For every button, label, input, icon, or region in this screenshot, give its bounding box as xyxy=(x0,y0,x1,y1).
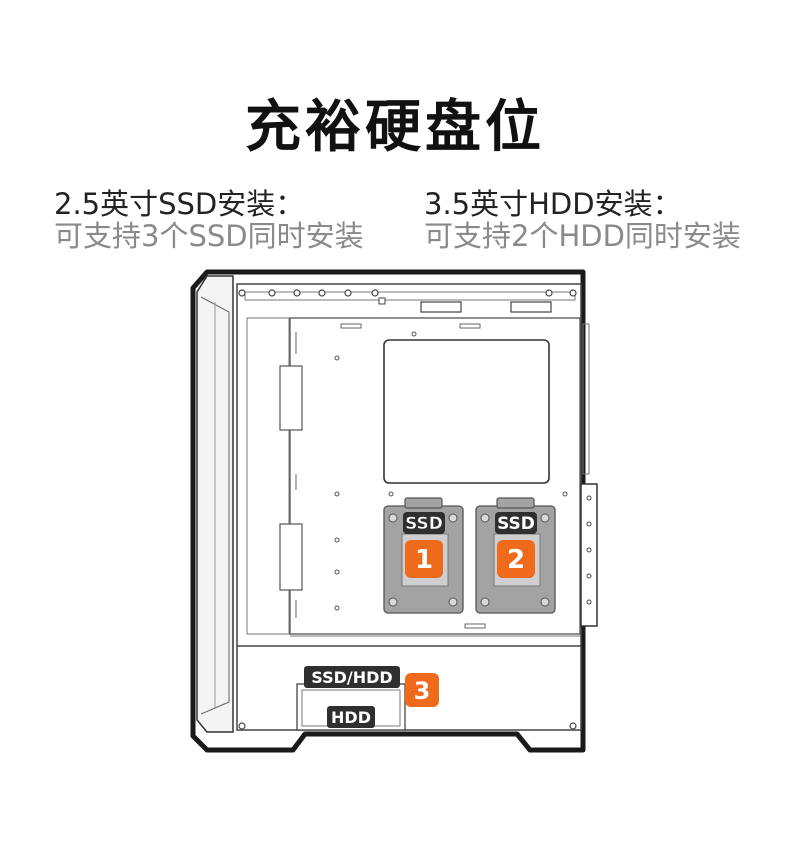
hdd-spec: 3.5英寸HDD安装： 可支持2个HDD同时安装 xyxy=(424,188,741,252)
cpu-cutout xyxy=(383,339,550,484)
ssd-spec: 2.5英寸SSD安装： 可支持3个SSD同时安装 xyxy=(54,188,364,252)
cage-number: 3 xyxy=(414,677,431,705)
ssd-number-2: 2 xyxy=(507,545,525,575)
ssd-spec-detail: 可支持3个SSD同时安装 xyxy=(54,219,364,253)
cage-bottom-label: HDD xyxy=(331,708,371,727)
case-diagram: SSD 1 SSD 2 SSD/HDD HDD 3 xyxy=(190,269,598,753)
page-title: 充裕硬盘位 xyxy=(245,95,545,160)
cage-top-label-bg xyxy=(304,666,400,688)
ssd-label-2-bg xyxy=(495,512,537,534)
side-rail xyxy=(580,483,598,627)
ssd-badge-2 xyxy=(497,540,535,578)
drive-cage: SSD/HDD HDD 3 xyxy=(296,666,439,731)
cage-bottom-label-bg xyxy=(327,706,375,728)
hdd-spec-heading: 3.5英寸HDD安装： xyxy=(424,187,682,221)
ssd-number-1: 1 xyxy=(415,545,433,575)
ssd-spec-heading: 2.5英寸SSD安装： xyxy=(54,187,305,221)
cage-badge xyxy=(405,673,439,707)
ssd-label-1: SSD xyxy=(405,514,443,534)
cage-top-label: SSD/HDD xyxy=(311,668,392,687)
ssd-tray-1: SSD 1 xyxy=(383,497,464,614)
ssd-label-1-bg xyxy=(403,512,445,534)
ssd-label-2: SSD xyxy=(497,514,535,534)
ssd-badge-1 xyxy=(405,540,443,578)
hdd-spec-detail: 可支持2个HDD同时安装 xyxy=(424,219,741,253)
ssd-tray-2: SSD 2 xyxy=(475,497,556,614)
